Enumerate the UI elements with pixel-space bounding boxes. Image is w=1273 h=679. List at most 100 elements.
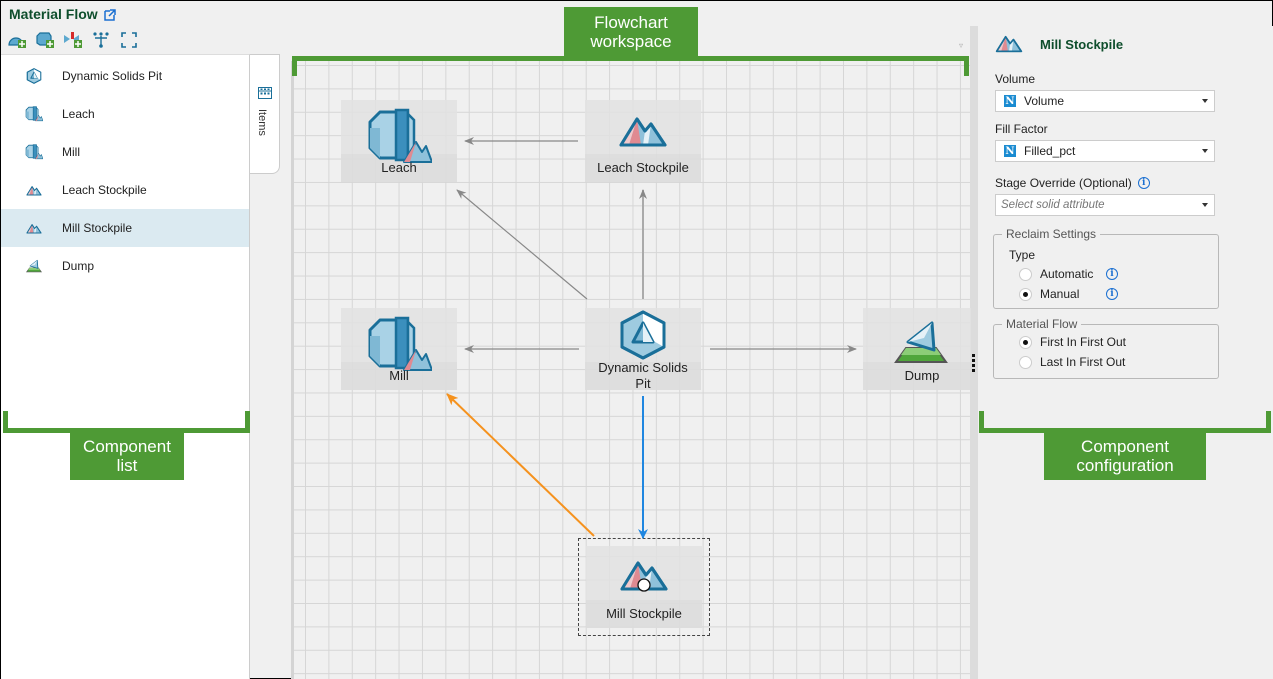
- stage-override-select[interactable]: Select solid attribute: [995, 194, 1215, 216]
- radio-fifo[interactable]: First In First Out: [1019, 335, 1126, 349]
- list-item-dynamic-solids-pit[interactable]: Dynamic Solids Pit: [1, 57, 249, 95]
- items-side-tab[interactable]: Items: [250, 54, 280, 174]
- info-icon[interactable]: i: [1106, 288, 1118, 300]
- node-label: Dump: [904, 368, 940, 383]
- node-mill[interactable]: Mill: [341, 308, 457, 390]
- radio-button[interactable]: [1019, 355, 1032, 369]
- items-grid-icon: [258, 87, 272, 102]
- stage-override-placeholder: Select solid attribute: [1001, 199, 1105, 211]
- add-pit-button[interactable]: [7, 31, 27, 49]
- add-processor-button[interactable]: [35, 31, 55, 49]
- node-leach[interactable]: Leach: [341, 100, 457, 182]
- workspace-callout-text: Flowchart workspace: [590, 13, 672, 51]
- workspace-callout: Flowchart workspace: [564, 7, 698, 57]
- volume-select[interactable]: N Volume: [995, 90, 1215, 112]
- pit-icon: [25, 68, 43, 84]
- toolbar: [7, 31, 139, 49]
- list-item-label: Dynamic Solids Pit: [62, 69, 163, 83]
- stockpile-icon: [995, 34, 1023, 53]
- node-label: Dynamic Solids Pit: [598, 360, 688, 391]
- radio-lifo[interactable]: Last In First Out: [1019, 355, 1125, 369]
- component-config-bracket: [979, 411, 1271, 433]
- canvas-scrollbar[interactable]: [970, 26, 978, 679]
- list-item-leach-stockpile[interactable]: Leach Stockpile: [1, 171, 249, 209]
- reclaim-settings-group: Reclaim Settings: [993, 227, 1219, 309]
- list-item-label: Dump: [62, 259, 95, 273]
- add-pit-icon: [8, 37, 26, 48]
- node-leach-stockpile[interactable]: Leach Stockpile: [585, 100, 701, 182]
- stockpile-icon: [618, 114, 668, 148]
- panel-title: Material Flow: [9, 6, 116, 22]
- reclaim-type-label: Type: [1009, 248, 1036, 262]
- dump-icon: [25, 258, 43, 274]
- radio-manual[interactable]: Manual i: [1019, 287, 1118, 301]
- tree-layout-icon: [93, 32, 109, 48]
- node-label: Mill: [389, 368, 409, 383]
- list-item-label: Mill: [62, 145, 80, 159]
- list-item-label: Mill Stockpile: [62, 221, 133, 235]
- stockpile-icon: [25, 220, 43, 236]
- fill-factor-label: Fill Factor: [995, 122, 1048, 136]
- component-list: Dynamic Solids Pit Leach Mill Leach Stoc…: [1, 54, 250, 679]
- node-dump[interactable]: Dump: [863, 308, 971, 390]
- reclaim-settings-legend: Reclaim Settings: [1006, 227, 1097, 241]
- numeric-attribute-icon: N: [1004, 95, 1016, 107]
- processor-icon: [366, 316, 432, 374]
- stage-override-label: Stage Override (Optional): [995, 176, 1132, 190]
- radio-label: Automatic: [1040, 267, 1094, 281]
- items-tab-label: Items: [256, 109, 268, 136]
- node-label: Leach: [381, 160, 417, 175]
- list-item-mill-stockpile[interactable]: Mill Stockpile: [1, 209, 249, 247]
- add-stockpile-button[interactable]: [63, 31, 83, 49]
- auto-layout-button[interactable]: [91, 31, 111, 49]
- workspace-bracket: [292, 56, 969, 76]
- pit-icon: [618, 310, 668, 360]
- component-config-callout: Component configuration: [1044, 432, 1206, 480]
- component-config-panel: Mill Stockpile Volume N Volume Fill Fact…: [978, 26, 1273, 679]
- list-item-label: Leach: [62, 107, 95, 121]
- fill-factor-select-value: Filled_pct: [1024, 144, 1076, 158]
- list-item-leach[interactable]: Leach: [1, 95, 249, 133]
- component-list-callout: Component list: [70, 432, 184, 480]
- radio-label: Manual: [1040, 287, 1080, 301]
- dump-icon: [894, 320, 948, 364]
- component-list-bracket: [3, 411, 250, 433]
- node-mill-stockpile[interactable]: Mill Stockpile: [578, 538, 710, 636]
- node-dynamic-solids-pit[interactable]: Dynamic Solids Pit: [585, 308, 701, 391]
- chevron-down-icon: [1202, 149, 1208, 153]
- chevron-down-icon: [1202, 99, 1208, 103]
- add-stockpile-icon: [64, 32, 82, 48]
- numeric-attribute-icon: N: [1004, 145, 1016, 157]
- component-list-callout-text: Component list: [83, 437, 171, 475]
- list-item-dump[interactable]: Dump: [1, 247, 249, 285]
- list-item-mill[interactable]: Mill: [1, 133, 249, 171]
- fit-to-screen-icon: [121, 32, 137, 48]
- stage-override-label-row: Stage Override (Optional) i: [995, 176, 1150, 190]
- radio-button[interactable]: [1019, 335, 1032, 349]
- radio-automatic[interactable]: Automatic i: [1019, 267, 1118, 281]
- panel-title-text: Material Flow: [9, 6, 98, 22]
- fill-factor-select[interactable]: N Filled_pct: [995, 140, 1215, 162]
- processor-icon: [25, 144, 43, 160]
- stockpile-icon: [25, 182, 43, 198]
- stockpile-icon: [619, 558, 669, 592]
- external-link-icon[interactable]: [103, 8, 116, 21]
- list-item-label: Leach Stockpile: [62, 183, 147, 197]
- radio-label: First In First Out: [1040, 335, 1127, 349]
- node-label: Mill Stockpile: [606, 606, 682, 621]
- radio-label: Last In First Out: [1040, 355, 1126, 369]
- material-flow-legend: Material Flow: [1006, 317, 1078, 331]
- chevron-down-icon: [1202, 203, 1208, 207]
- info-icon[interactable]: i: [1106, 268, 1118, 280]
- panel-splitter-handle[interactable]: [971, 354, 975, 372]
- filter-icon[interactable]: ▿: [959, 41, 964, 50]
- radio-button[interactable]: [1019, 267, 1032, 281]
- component-config-callout-text: Component configuration: [1076, 437, 1174, 475]
- material-flow-group: Material Flow: [993, 317, 1219, 379]
- volume-label: Volume: [995, 72, 1036, 86]
- fit-view-button[interactable]: [119, 31, 139, 49]
- radio-button[interactable]: [1019, 287, 1032, 301]
- info-icon[interactable]: i: [1137, 177, 1150, 189]
- node-label: Leach Stockpile: [597, 160, 689, 175]
- processor-icon: [366, 108, 432, 166]
